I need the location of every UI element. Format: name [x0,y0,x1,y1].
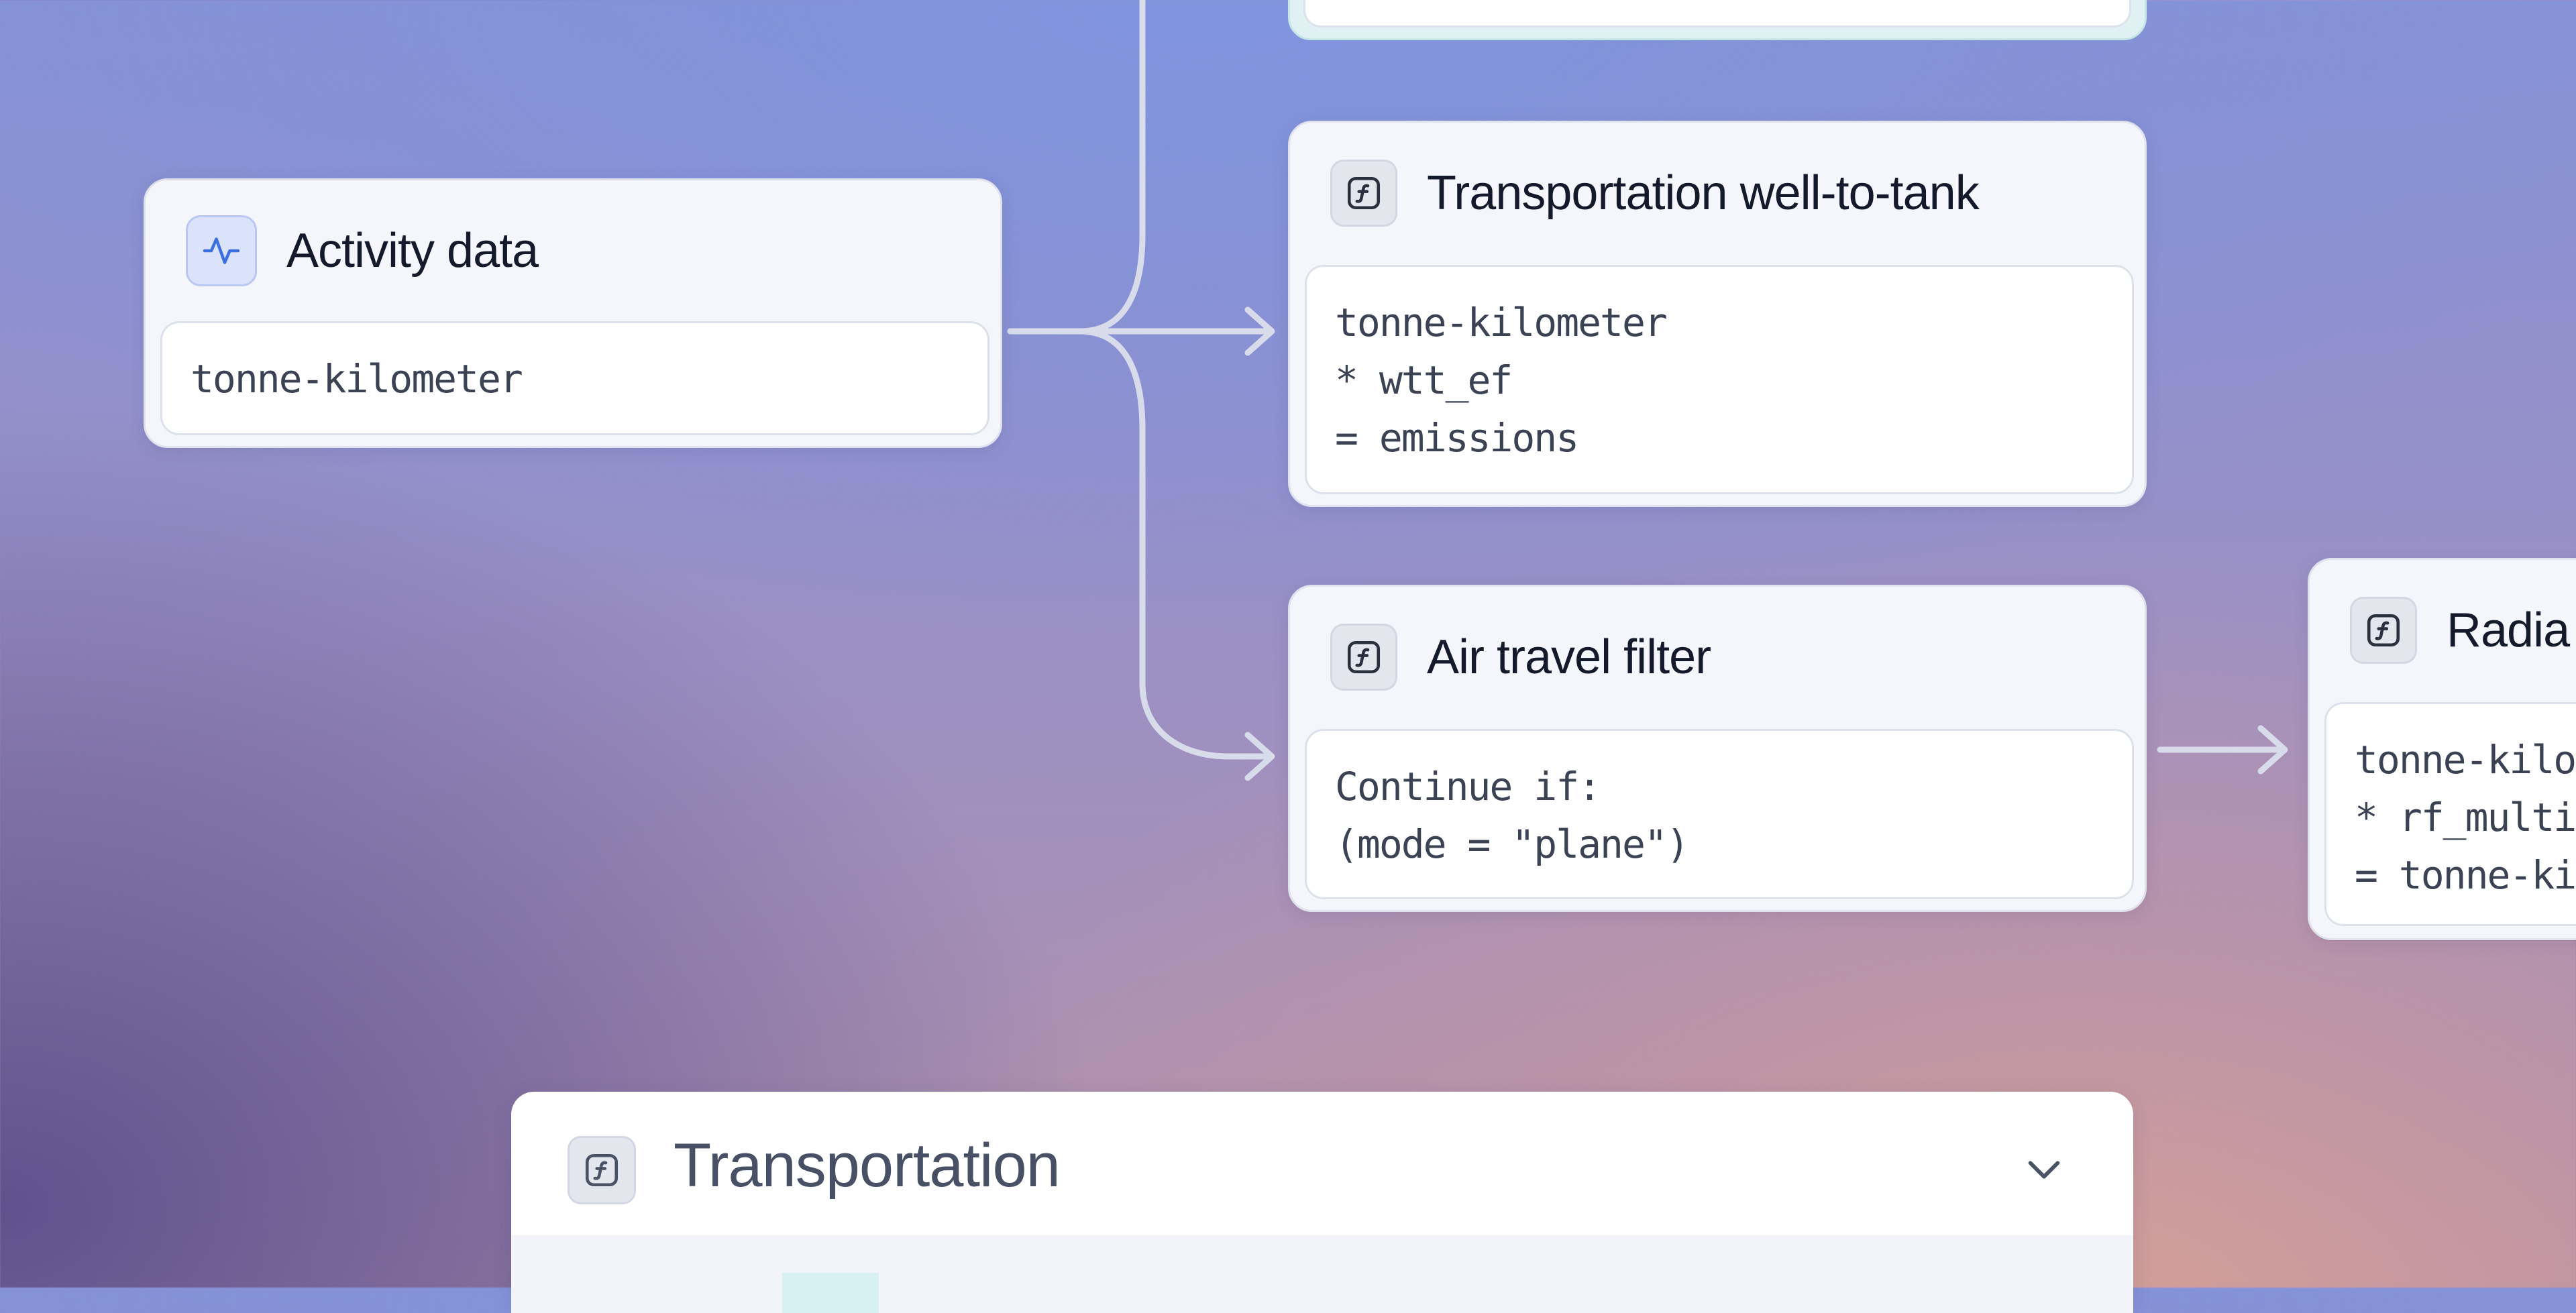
arrowhead-radiative [2257,725,2288,775]
code-line: = emissions [1335,415,1579,461]
arrowhead-air-filter [1244,732,1275,781]
panel-content-strip [511,1235,2133,1313]
function-icon [568,1136,636,1204]
code-line: (mode = "plane") [1335,821,1690,867]
function-icon [2350,597,2417,664]
code-line: * wtt_ef [1335,357,1513,403]
code-line: tonne-kilometer [191,356,523,402]
code-line: = tonne-ki [2355,852,2576,898]
chevron-down-icon[interactable] [2014,1139,2074,1199]
node-title: Radia [2447,604,2570,657]
node-activity-data-header: Activity data [186,215,539,286]
node-title: Air travel filter [1427,630,1711,684]
node-radiative-header: Radia [2350,595,2570,666]
node-title: Activity data [286,224,539,278]
node-air-travel-filter[interactable]: Air travel filter Continue if: (mode = "… [1288,585,2147,912]
node-title: Transportation well-to-tank [1427,166,1980,220]
panel-highlight [782,1273,879,1313]
connector-to-top-node [1007,0,1146,335]
node-air-filter-body[interactable]: Continue if: (mode = "plane") [1305,729,2134,899]
node-top-partial-body [1303,0,2131,27]
activity-pulse-icon [186,215,257,286]
node-activity-data-body[interactable]: tonne-kilometer [160,321,989,435]
code-line: Continue if: [1335,764,1601,809]
transportation-panel[interactable]: Transportation [511,1092,2133,1313]
node-air-filter-header: Air travel filter [1330,622,1711,693]
node-transportation-wtt[interactable]: Transportation well-to-tank tonne-kilome… [1288,121,2147,507]
function-icon [1330,160,1397,227]
arrowhead-wtt [1244,306,1275,356]
node-activity-data[interactable]: Activity data tonne-kilometer [144,178,1002,448]
node-radiative-body[interactable]: tonne-kilo * rf_multi = tonne-ki [2324,702,2576,926]
node-radiative-forcing[interactable]: Radia tonne-kilo * rf_multi = tonne-ki [2308,558,2576,940]
node-top-partial[interactable] [1288,0,2147,40]
code-line: * rf_multi [2355,795,2576,840]
node-wtt-body[interactable]: tonne-kilometer * wtt_ef = emissions [1305,265,2134,494]
code-line: tonne-kilometer [1335,300,1668,345]
connector-to-air-filter [1077,328,1271,760]
panel-title: Transportation [674,1131,1061,1200]
node-wtt-header: Transportation well-to-tank [1330,158,1980,229]
function-icon [1330,624,1397,691]
code-line: tonne-kilo [2355,737,2576,783]
